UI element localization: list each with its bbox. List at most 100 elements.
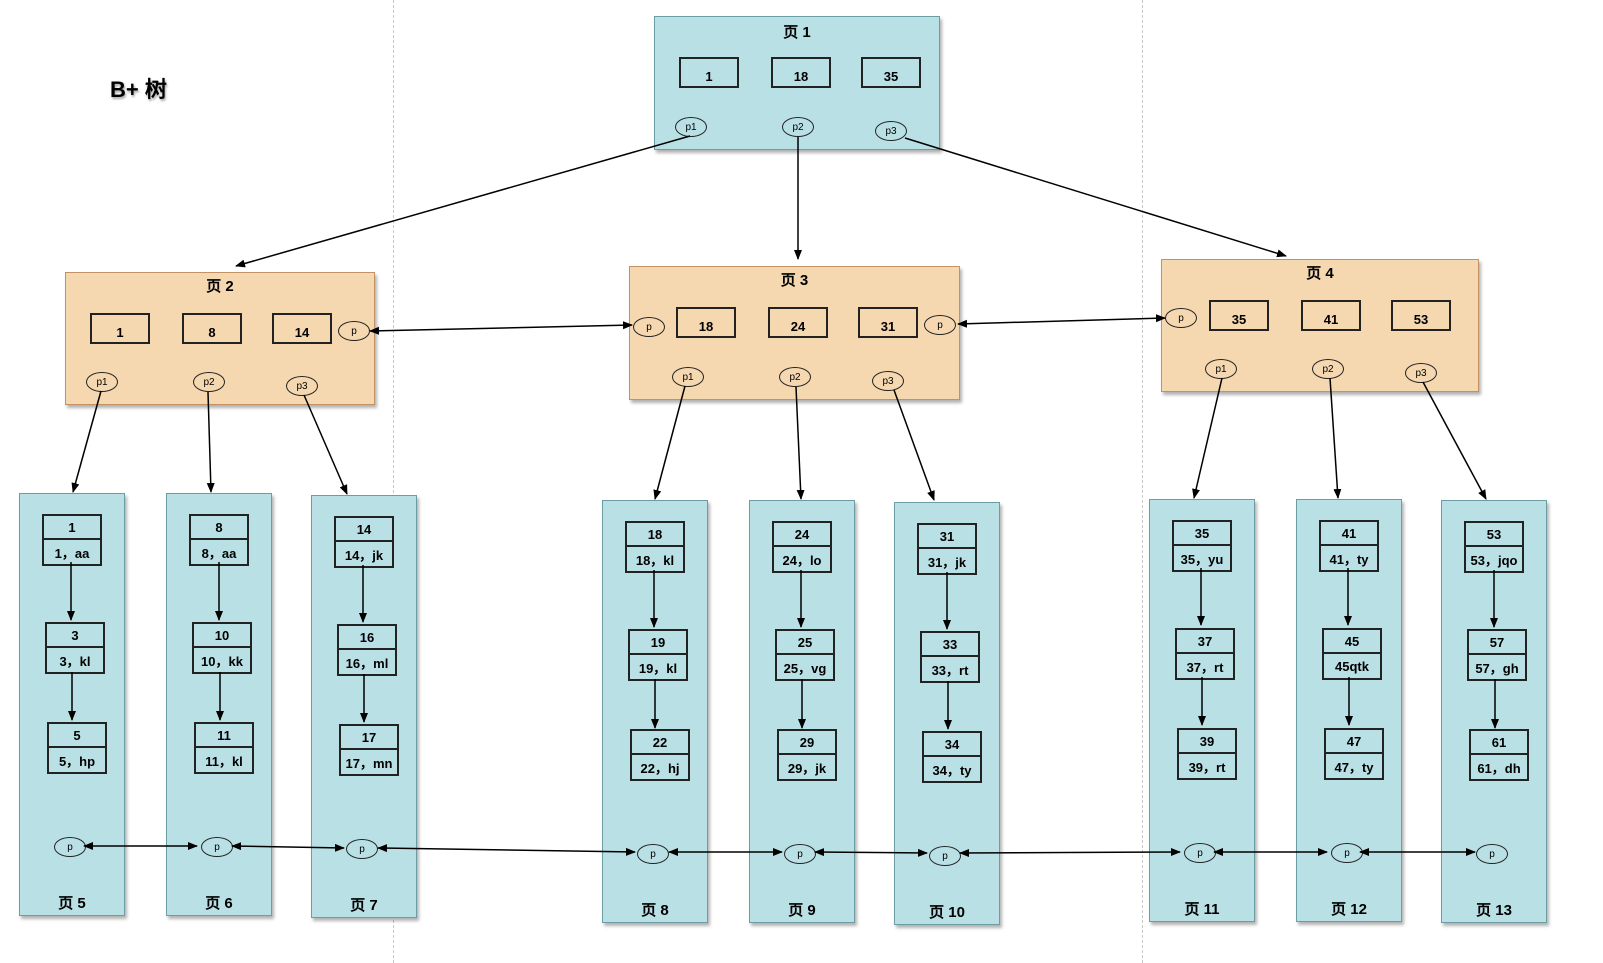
record-key: 5 <box>49 724 105 748</box>
next-leaf-pointer: p <box>1476 844 1508 864</box>
record: 22 22，hj <box>630 729 690 781</box>
page3-p1-arrow <box>653 385 686 500</box>
page4-p3-arrow <box>1422 381 1487 500</box>
page-label: 页 5 <box>58 895 86 912</box>
internal-key: 24 <box>768 307 828 338</box>
page-label: 页 2 <box>206 278 234 295</box>
diagram-title: B+ 树 <box>110 77 167 102</box>
internal-key: 31 <box>858 307 918 338</box>
page4-p2-arrow <box>1329 377 1342 499</box>
internal-key: 14 <box>272 313 332 344</box>
record-value: 39，rt <box>1188 759 1226 775</box>
page3-p3-arrow <box>893 389 935 501</box>
page-label: 页 3 <box>780 272 809 289</box>
record-value: 57，gh <box>1475 660 1519 676</box>
leaf-link-arrow <box>959 848 1181 857</box>
root-key-3: 35 <box>861 57 921 88</box>
page-label: 页 11 <box>1184 901 1220 918</box>
page-label: 页 12 <box>1331 901 1367 918</box>
page-label: 页 4 <box>1306 265 1334 282</box>
record: 33 33，rt <box>920 631 980 683</box>
page4-p1-arrow <box>1192 377 1223 499</box>
record-value: 29，jk <box>787 760 827 776</box>
record-value: 19，kl <box>638 660 678 676</box>
record-key: 37 <box>1177 630 1233 654</box>
record-key: 3 <box>47 624 103 648</box>
record-key: 33 <box>922 633 978 657</box>
record-value: 3，kl <box>59 653 91 669</box>
record-value: 53，jqo <box>1470 552 1518 568</box>
page2-p3-arrow <box>303 394 348 495</box>
child-pointer-p1: p1 <box>1205 359 1237 379</box>
page2-page3-link <box>369 321 633 335</box>
record-key: 45 <box>1324 630 1380 654</box>
record-value: 33，rt <box>931 662 969 678</box>
record: 41 41，ty <box>1319 520 1379 572</box>
record-key: 53 <box>1466 523 1522 547</box>
record-key: 41 <box>1321 522 1377 546</box>
record-value: 37，rt <box>1186 659 1224 675</box>
record-value: 24，lo <box>782 552 822 568</box>
root-pointer-p3: p3 <box>875 121 907 141</box>
record-value: 17，mn <box>345 755 393 771</box>
record: 3 3，kl <box>45 622 105 674</box>
record-key: 8 <box>191 516 247 540</box>
record: 5 5，hp <box>47 722 107 774</box>
internal-key: 18 <box>676 307 736 338</box>
record-value: 10，kk <box>201 653 243 669</box>
record-key: 19 <box>630 631 686 655</box>
record-key: 47 <box>1326 730 1382 754</box>
divider-left <box>393 0 394 963</box>
record-key: 11 <box>196 724 252 748</box>
record-value: 31，jk <box>927 554 967 570</box>
record-value: 25，vg <box>783 660 827 676</box>
sibling-pointer-left: p <box>633 317 665 337</box>
record-key: 18 <box>627 523 683 547</box>
record-value: 41，ty <box>1329 551 1369 567</box>
record-value: 45qtk <box>1335 658 1369 674</box>
internal-key: 35 <box>1209 300 1269 331</box>
record-key: 31 <box>919 525 975 549</box>
record: 35 35，yu <box>1172 520 1232 572</box>
page-label: 页 6 <box>205 895 233 912</box>
internal-key: 8 <box>182 313 242 344</box>
internal-key: 53 <box>1391 300 1451 331</box>
child-pointer-p3: p3 <box>1405 363 1437 383</box>
record-value: 5，hp <box>58 753 96 769</box>
page2-p1-arrow <box>71 390 102 493</box>
record: 24 24，lo <box>772 521 832 573</box>
record-value: 8，aa <box>201 545 237 561</box>
internal-page-4: 页 4 p 35 41 53 p1 p2 p3 <box>1161 259 1479 392</box>
record: 19 19，kl <box>628 629 688 681</box>
record: 37 37，rt <box>1175 628 1235 680</box>
page3-page4-link <box>957 314 1166 328</box>
child-pointer-p3: p3 <box>286 376 318 396</box>
child-pointer-p1: p1 <box>672 367 704 387</box>
divider-right <box>1142 0 1143 963</box>
record-key: 14 <box>336 518 392 542</box>
record-value: 22，hj <box>640 760 680 776</box>
page-label: 页 9 <box>788 902 816 919</box>
root-pointer-p1: p1 <box>675 117 707 137</box>
record-value: 35，yu <box>1180 551 1224 567</box>
record-value: 1，aa <box>54 545 90 561</box>
internal-key: 41 <box>1301 300 1361 331</box>
record-key: 35 <box>1174 522 1230 546</box>
record-key: 22 <box>632 731 688 755</box>
page-label: 页 10 <box>929 904 965 921</box>
record-key: 10 <box>194 624 250 648</box>
internal-key: 1 <box>90 313 150 344</box>
record-key: 24 <box>774 523 830 547</box>
page-label: 页 8 <box>641 902 669 919</box>
leaf-link-arrow <box>814 848 928 857</box>
root-to-page4-arrow <box>904 137 1287 258</box>
record-value: 16，ml <box>345 655 389 671</box>
